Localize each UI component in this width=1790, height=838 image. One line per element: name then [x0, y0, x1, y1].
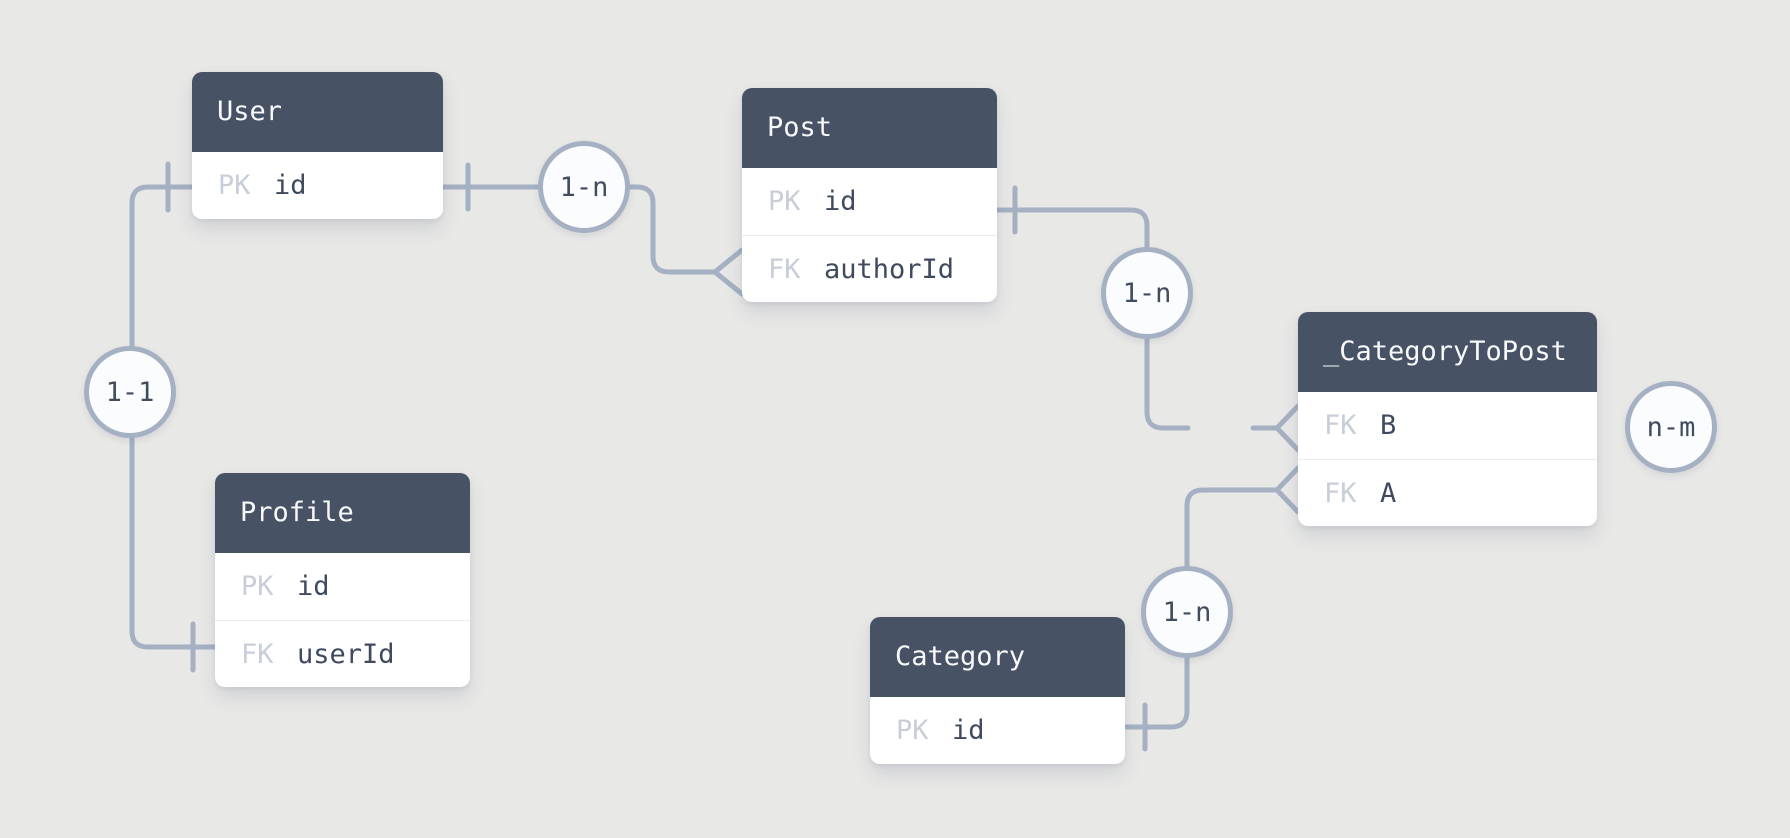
key-type-label: PK [241, 571, 274, 602]
table-title: Profile [240, 497, 354, 528]
key-type-label: FK [241, 639, 274, 670]
cardinality-badge-post-categorytopost: 1-n [1101, 247, 1193, 339]
table-header: Profile [215, 473, 470, 553]
entity-table-categorytopost[interactable]: _CategoryToPost FK B FK A [1298, 312, 1597, 526]
table-row: FK A [1298, 459, 1597, 526]
entity-table-profile[interactable]: Profile PK id FK userId [215, 473, 470, 687]
key-type-label: FK [768, 254, 801, 285]
table-row: PK id [215, 553, 470, 620]
field-name: A [1380, 478, 1397, 509]
table-title: User [217, 96, 283, 127]
field-name: userId [297, 639, 395, 670]
table-row: FK authorId [742, 235, 997, 302]
cardinality-badge-user-profile: 1-1 [84, 346, 176, 438]
key-type-label: PK [896, 715, 929, 746]
table-title: Category [895, 641, 1026, 672]
key-type-label: FK [1324, 478, 1357, 509]
field-name: id [952, 715, 985, 746]
cardinality-badge-category-categorytopost: 1-n [1141, 566, 1233, 658]
relationship-line-user-post [440, 162, 745, 297]
entity-table-post[interactable]: Post PK id FK authorId [742, 88, 997, 302]
crow-foot-join-b [1250, 403, 1301, 453]
table-header: _CategoryToPost [1298, 312, 1597, 392]
cardinality-label: 1-1 [105, 376, 155, 408]
field-name: id [824, 186, 857, 217]
table-title: _CategoryToPost [1323, 336, 1567, 367]
key-type-label: FK [1324, 410, 1357, 441]
table-title: Post [767, 112, 833, 143]
key-type-label: PK [218, 170, 251, 201]
entity-table-user[interactable]: User PK id [192, 72, 443, 219]
crow-foot-join-a [1274, 465, 1301, 515]
table-row: PK id [742, 168, 997, 235]
table-row: PK id [192, 152, 443, 219]
key-type-label: PK [768, 186, 801, 217]
table-row: FK userId [215, 620, 470, 687]
table-header: User [192, 72, 443, 152]
field-name: id [274, 170, 307, 201]
crow-foot-post-authorid [712, 247, 745, 297]
cardinality-badge-n-m: n-m [1625, 381, 1717, 473]
table-header: Category [870, 617, 1125, 697]
field-name: B [1380, 410, 1397, 441]
table-row: FK B [1298, 392, 1597, 459]
entity-table-category[interactable]: Category PK id [870, 617, 1125, 764]
cardinality-label: 1-n [1162, 596, 1212, 628]
cardinality-label: 1-n [559, 171, 609, 203]
field-name: id [297, 571, 330, 602]
cardinality-badge-user-post: 1-n [538, 141, 630, 233]
table-header: Post [742, 88, 997, 168]
cardinality-label: 1-n [1122, 277, 1172, 309]
table-row: PK id [870, 697, 1125, 764]
field-name: authorId [824, 254, 955, 285]
cardinality-label: n-m [1646, 411, 1696, 443]
